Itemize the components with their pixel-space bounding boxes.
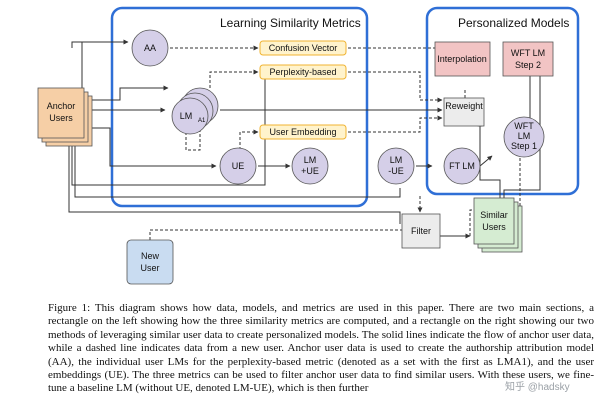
new-user-label-1: New bbox=[141, 251, 160, 261]
lm-plus-ue-label-1: LM bbox=[304, 155, 317, 165]
anchor-users-label-1: Anchor bbox=[47, 101, 76, 111]
wft-step2-label-1: WFT LM bbox=[511, 48, 545, 58]
confusion-vector-box: Confusion Vector bbox=[259, 40, 347, 56]
confusion-vector-label: Confusion Vector bbox=[269, 43, 338, 53]
lm-minus-ue-label-1: LM bbox=[390, 155, 403, 165]
lm-a1-label: LM bbox=[180, 111, 193, 121]
figure-caption: Figure 1: This diagram shows how data, m… bbox=[48, 302, 594, 395]
perplexity-based-label: Perplexity-based bbox=[269, 67, 336, 77]
reweight-label: Reweight bbox=[445, 101, 483, 111]
wft-step1-label-3: Step 1 bbox=[511, 141, 537, 151]
lm-minus-ue-label-2: -UE bbox=[388, 166, 404, 176]
left-section-frame bbox=[110, 6, 369, 208]
interpolation-label: Interpolation bbox=[437, 54, 487, 64]
interpolation-node: Interpolation bbox=[434, 41, 491, 77]
lm-a1-node: LM A1 bbox=[171, 87, 219, 135]
filter-label: Filter bbox=[411, 226, 431, 236]
ue-label: UE bbox=[232, 161, 245, 171]
diagram-canvas: Learning Similarity Metrics Personalized… bbox=[37, 6, 580, 285]
right-section-title: Personalized Models bbox=[458, 16, 569, 30]
aa-node: AA bbox=[131, 29, 169, 67]
new-user-node: New User bbox=[126, 239, 174, 285]
wft-step2-label-2: Step 2 bbox=[515, 60, 541, 70]
perplexity-based-box: Perplexity-based bbox=[259, 64, 347, 80]
anchor-users-label-2: Users bbox=[49, 113, 73, 123]
ue-node: UE bbox=[219, 147, 257, 185]
lm-plus-ue-label-2: +UE bbox=[301, 166, 319, 176]
wft-step1-label-1: WFT bbox=[514, 121, 534, 131]
user-embedding-label: User Embedding bbox=[269, 127, 336, 137]
left-section-title: Learning Similarity Metrics bbox=[220, 16, 361, 30]
aa-label: AA bbox=[144, 43, 156, 53]
filter-node: Filter bbox=[401, 213, 441, 249]
ft-lm-label: FT LM bbox=[449, 161, 475, 171]
wft-step1-label-2: LM bbox=[518, 131, 531, 141]
ft-lm-node: FT LM bbox=[443, 147, 481, 185]
similar-users-node: Similar Users bbox=[473, 197, 523, 253]
reweight-node: Reweight bbox=[443, 97, 485, 127]
user-embedding-box: User Embedding bbox=[259, 124, 347, 140]
watermark: 知乎 @hadsky bbox=[505, 382, 570, 393]
anchor-users-node: Anchor Users bbox=[37, 87, 93, 147]
lm-plus-ue-node: LM +UE bbox=[291, 147, 329, 185]
wft-lm-step2-node: WFT LM Step 2 bbox=[502, 41, 554, 77]
similar-users-label-2: Users bbox=[482, 222, 506, 232]
lm-a1-subscript: A1 bbox=[198, 118, 206, 124]
similar-users-label-1: Similar bbox=[480, 210, 508, 220]
wft-lm-step1-node: WFT LM Step 1 bbox=[503, 116, 545, 158]
right-section-frame bbox=[425, 6, 580, 196]
new-user-label-2: User bbox=[140, 263, 159, 273]
lm-minus-ue-node: LM -UE bbox=[377, 147, 415, 185]
